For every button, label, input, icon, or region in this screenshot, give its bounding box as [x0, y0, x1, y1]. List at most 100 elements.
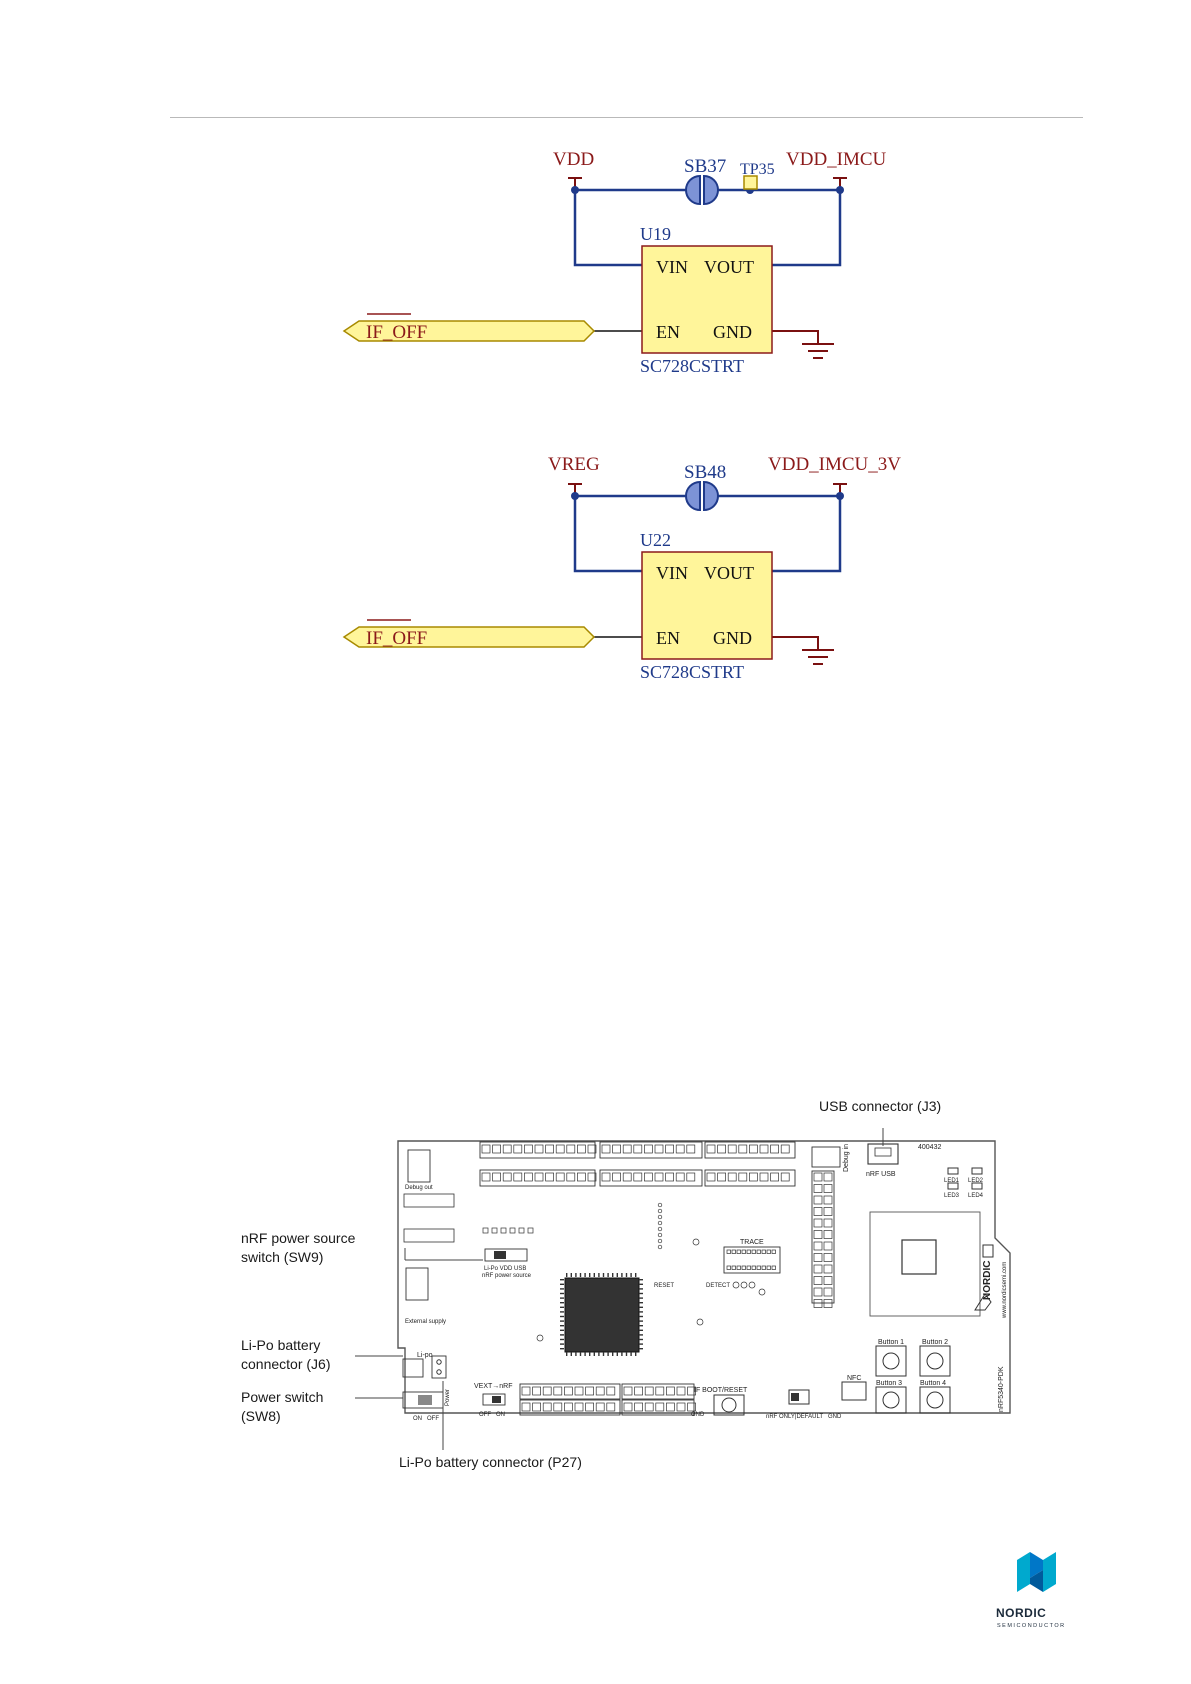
chip-pin [566, 1352, 568, 1356]
label-board-id: 400432 [918, 1144, 941, 1151]
label-button-1: Button 1 [878, 1339, 904, 1346]
header-pin [545, 1172, 554, 1182]
chip-pin [602, 1273, 605, 1277]
pad [732, 1281, 740, 1289]
header-pin [666, 1386, 675, 1396]
chip-pin [639, 1343, 643, 1345]
chip-pin [560, 1283, 564, 1285]
header-pin [813, 1287, 823, 1297]
header-pin [727, 1144, 737, 1154]
header-pin [666, 1402, 675, 1412]
header-pin [492, 1144, 501, 1154]
callout-power-switch-line2: (SW8) [241, 1408, 281, 1424]
header-pin [564, 1402, 573, 1412]
header-pin [633, 1172, 643, 1182]
chip-pin [560, 1297, 564, 1299]
header-pin [823, 1218, 833, 1228]
testpoint-label-tp35: TP35 [740, 161, 775, 178]
chip-pin [607, 1273, 609, 1277]
chip-pin [575, 1273, 577, 1277]
pin-gnd-u19: GND [713, 322, 752, 342]
header-pin [654, 1172, 664, 1182]
chip-pin [639, 1297, 643, 1299]
header-pin [585, 1386, 594, 1396]
chip-pin [625, 1273, 628, 1277]
regulator-u19-body [641, 245, 773, 354]
label-on: ON [413, 1416, 422, 1422]
chip-pin [560, 1302, 564, 1304]
header-pin [766, 1249, 771, 1254]
header-pin [726, 1249, 731, 1254]
pad [657, 1226, 663, 1232]
bottom-headers [519, 1383, 695, 1416]
header-pin [676, 1386, 686, 1396]
chip-pin [612, 1273, 614, 1277]
header-pin [644, 1172, 653, 1182]
label-debug-in: Debug in [843, 1144, 850, 1172]
header-pin [756, 1249, 761, 1254]
header-pin [555, 1172, 565, 1182]
header-pin [622, 1144, 632, 1154]
net-label-vdd-imcu-3v: VDD_IMCU_3V [768, 454, 901, 475]
chip-pin [593, 1352, 595, 1356]
logo-subtitle: SEMICONDUCTOR [997, 1623, 1066, 1629]
jumper-label-sb37: SB37 [684, 156, 726, 177]
callout-power-switch-line1: Power switch [241, 1389, 323, 1405]
chip-pin [560, 1320, 564, 1322]
port-label-if-off: IF_OFF [366, 628, 427, 649]
header-pin [813, 1218, 823, 1228]
header-pin [566, 1144, 576, 1154]
chip-pin [560, 1338, 564, 1341]
header-pin [606, 1402, 616, 1412]
chip-pin [570, 1273, 572, 1277]
chip-pin [621, 1273, 623, 1277]
chip-pin [607, 1352, 609, 1356]
port-if-off-icon [342, 626, 596, 648]
board-website: www.nordicsemi.com [1002, 1262, 1008, 1319]
chip-pin [598, 1352, 600, 1356]
label-gnd-right: GND [828, 1414, 842, 1420]
chip-pin [560, 1334, 564, 1336]
chip-pin [639, 1302, 643, 1304]
port-if-off-icon [342, 320, 596, 342]
header-pin [644, 1144, 653, 1154]
ground-symbol-icon [802, 343, 834, 359]
label-vext: VEXT→nRF [474, 1383, 513, 1390]
label-external-supply: External supply [405, 1319, 446, 1325]
nordic-logo-icon [1017, 1552, 1056, 1592]
callout-usb-connector: USB connector (J3) [819, 1098, 941, 1114]
header-pin [823, 1264, 833, 1274]
label-detect: DETECT [706, 1283, 730, 1289]
header-pin [686, 1172, 696, 1182]
chip-pin [639, 1348, 643, 1350]
label-led4: LED4 [968, 1193, 984, 1199]
header-pin [759, 1172, 769, 1182]
header-pin [731, 1249, 736, 1254]
header-pin [823, 1195, 833, 1205]
header-pin [601, 1172, 611, 1182]
button-2: Button 2 [919, 1339, 951, 1377]
chip-pin [616, 1352, 618, 1356]
header-pin [687, 1386, 696, 1396]
label-led1: LED1 [944, 1178, 960, 1184]
header-pin [717, 1144, 726, 1154]
label-vext-on: ON [496, 1412, 505, 1418]
header-pin [585, 1402, 594, 1412]
board-brand: NORDIC [982, 1261, 993, 1300]
header-pin [676, 1402, 686, 1412]
top-headers [479, 1141, 796, 1187]
pad [536, 1334, 544, 1342]
solder-bridge-sb48-icon [685, 480, 719, 512]
net-label-vdd-imcu: VDD_IMCU [786, 149, 887, 170]
header-pin [823, 1287, 833, 1297]
board-diagram: Debug out Li-Po VDD USB nRF power source… [241, 1098, 1011, 1470]
header-pin [492, 1172, 501, 1182]
chip-pin [639, 1283, 643, 1285]
logo-wordmark: NORDIC [996, 1606, 1046, 1620]
label-if-boot-reset: IF BOOT/RESET [694, 1387, 748, 1394]
callout-lipo-j6-line1: Li-Po battery [241, 1337, 320, 1353]
chip-pin [639, 1325, 643, 1327]
button-3: Button 3 [875, 1380, 907, 1414]
ref-label-u19: U19 [640, 224, 671, 244]
